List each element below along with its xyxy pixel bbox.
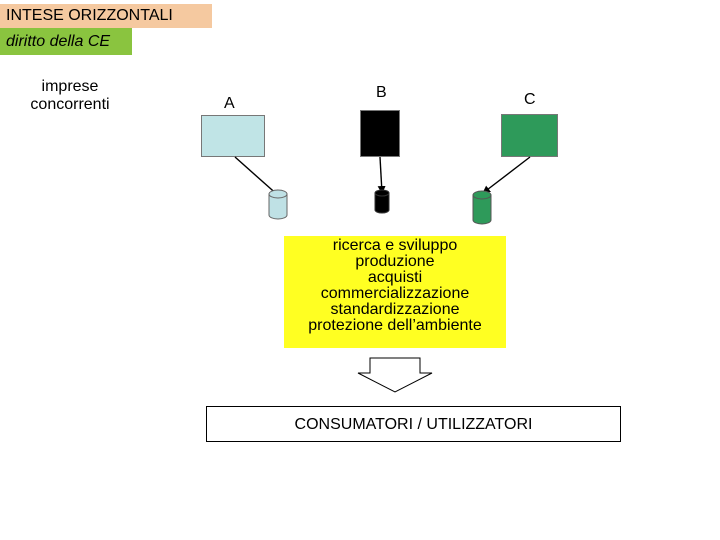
- company-a-letter: A: [224, 95, 235, 112]
- cylinder-b-icon: [374, 189, 390, 214]
- cylinder-a-icon: [268, 189, 288, 220]
- competing-companies-label: imprese concorrenti: [20, 78, 120, 114]
- competing-companies-label-line2: concorrenti: [30, 96, 110, 113]
- company-b-box: [360, 110, 400, 157]
- activity-item: standardizzazione: [330, 301, 460, 318]
- arrow-b-to-cylinder: [377, 156, 386, 194]
- activity-item: protezione dell’ambiente: [308, 317, 482, 334]
- shared-activities-box: ricerca e sviluppo produzione acquisti c…: [284, 236, 506, 348]
- down-arrow-icon: [357, 357, 433, 393]
- company-c-letter: C: [524, 91, 536, 108]
- arrow-c-to-cylinder: [482, 156, 531, 194]
- cylinder-c-icon: [472, 190, 492, 225]
- activity-item: ricerca e sviluppo: [332, 237, 458, 254]
- activity-item: produzione: [355, 253, 435, 270]
- company-a-box: [201, 115, 265, 157]
- activity-item: acquisti: [367, 269, 423, 286]
- company-c-box: [501, 114, 558, 157]
- consumers-box: CONSUMATORI / UTILIZZATORI: [206, 406, 621, 442]
- activity-item: commercializzazione: [320, 285, 470, 302]
- diagram-title: INTESE ORIZZONTALI: [0, 4, 212, 28]
- diagram-subtitle: diritto della CE: [0, 28, 132, 55]
- company-b-letter: B: [376, 84, 387, 101]
- competing-companies-label-line1: imprese: [41, 78, 99, 95]
